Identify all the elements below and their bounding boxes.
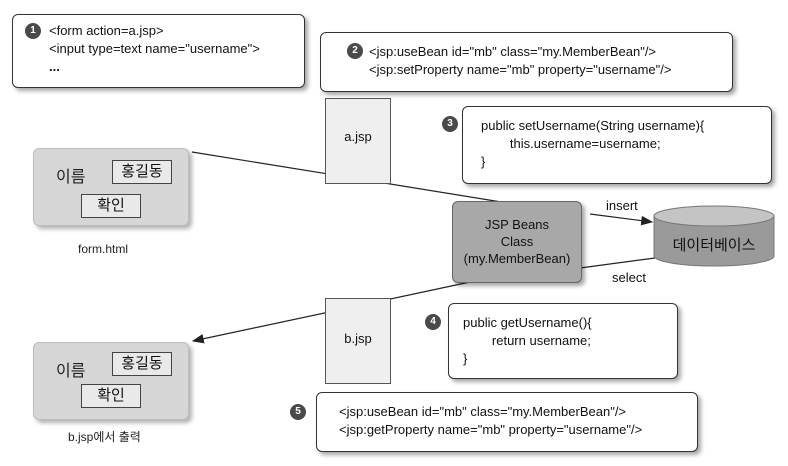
code-line: } [463, 351, 468, 366]
step4-code-box: public getUsername(){ return username; } [448, 303, 678, 379]
step1-code-box: 1 <form action=a.jsp> <input type=text n… [12, 14, 305, 88]
code-line: this.username=username; [481, 136, 661, 151]
name-input[interactable]: 홍길동 [112, 160, 172, 184]
code-line: public setUsername(String username){ [481, 118, 705, 133]
bean-line: (my.MemberBean) [463, 251, 571, 266]
code-line: public getUsername(){ [463, 315, 592, 330]
input-form: 이름 홍길동 확인 [33, 148, 189, 226]
jsp-beans-class-box: JSP Beans Class (my.MemberBean) [452, 201, 582, 283]
step5-marker: 5 [290, 404, 306, 420]
code-line: return username; [463, 333, 591, 348]
step2-code: <jsp:useBean id="mb" class="my.MemberBea… [369, 43, 671, 79]
form-html-caption: form.html [78, 242, 129, 256]
code-line: ... [49, 59, 60, 74]
name-label: 이름 [56, 363, 86, 380]
insert-arrow [589, 213, 654, 226]
code-line: <form action=a.jsp> [49, 23, 164, 38]
b-jsp-file: b.jsp [325, 298, 391, 384]
confirm-button[interactable]: 확인 [81, 194, 141, 218]
bean-line: JSP Beans [484, 217, 550, 232]
step1-code: <form action=a.jsp> <input type=text nam… [49, 22, 260, 76]
bean-line: Class [500, 234, 534, 249]
insert-label: insert [606, 198, 638, 213]
step4-code: public getUsername(){ return username; } [463, 314, 592, 368]
step2-code-box: 2 <jsp:useBean id="mb" class="my.MemberB… [320, 32, 733, 92]
name-output: 홍길동 [112, 352, 172, 376]
step1-marker: 1 [25, 23, 41, 39]
confirm-button[interactable]: 확인 [81, 384, 141, 408]
database-label: 데이터베이스 [672, 237, 756, 254]
output-form: 이름 홍길동 확인 [33, 342, 189, 420]
step3-code: public setUsername(String username){ thi… [481, 117, 704, 171]
step5-code-box: <jsp:useBean id="mb" class="my.MemberBea… [316, 392, 698, 452]
code-line: <jsp:setProperty name="mb" property="use… [369, 62, 672, 77]
step3-code-box: public setUsername(String username){ thi… [462, 106, 772, 184]
step5-code: <jsp:useBean id="mb" class="my.MemberBea… [339, 403, 642, 439]
step2-marker: 2 [347, 43, 363, 59]
output-caption: b.jsp에서 출력 [68, 430, 141, 444]
step3-marker: 3 [442, 116, 458, 132]
code-line: <input type=text name="username"> [49, 41, 260, 56]
step4-marker: 4 [425, 314, 441, 330]
select-label: select [612, 270, 646, 285]
code-line: <jsp:useBean id="mb" class="my.MemberBea… [339, 404, 627, 419]
database-cylinder [653, 205, 775, 267]
code-line: <jsp:getProperty name="mb" property="use… [339, 422, 643, 437]
b-jsp-label: b.jsp [344, 331, 372, 346]
a-jsp-file: a.jsp [325, 98, 391, 184]
code-line: <jsp:useBean id="mb" class="my.MemberBea… [369, 44, 657, 59]
a-jsp-label: a.jsp [344, 129, 372, 144]
code-line: } [481, 154, 486, 169]
select-line [579, 257, 656, 269]
name-label: 이름 [56, 169, 86, 186]
